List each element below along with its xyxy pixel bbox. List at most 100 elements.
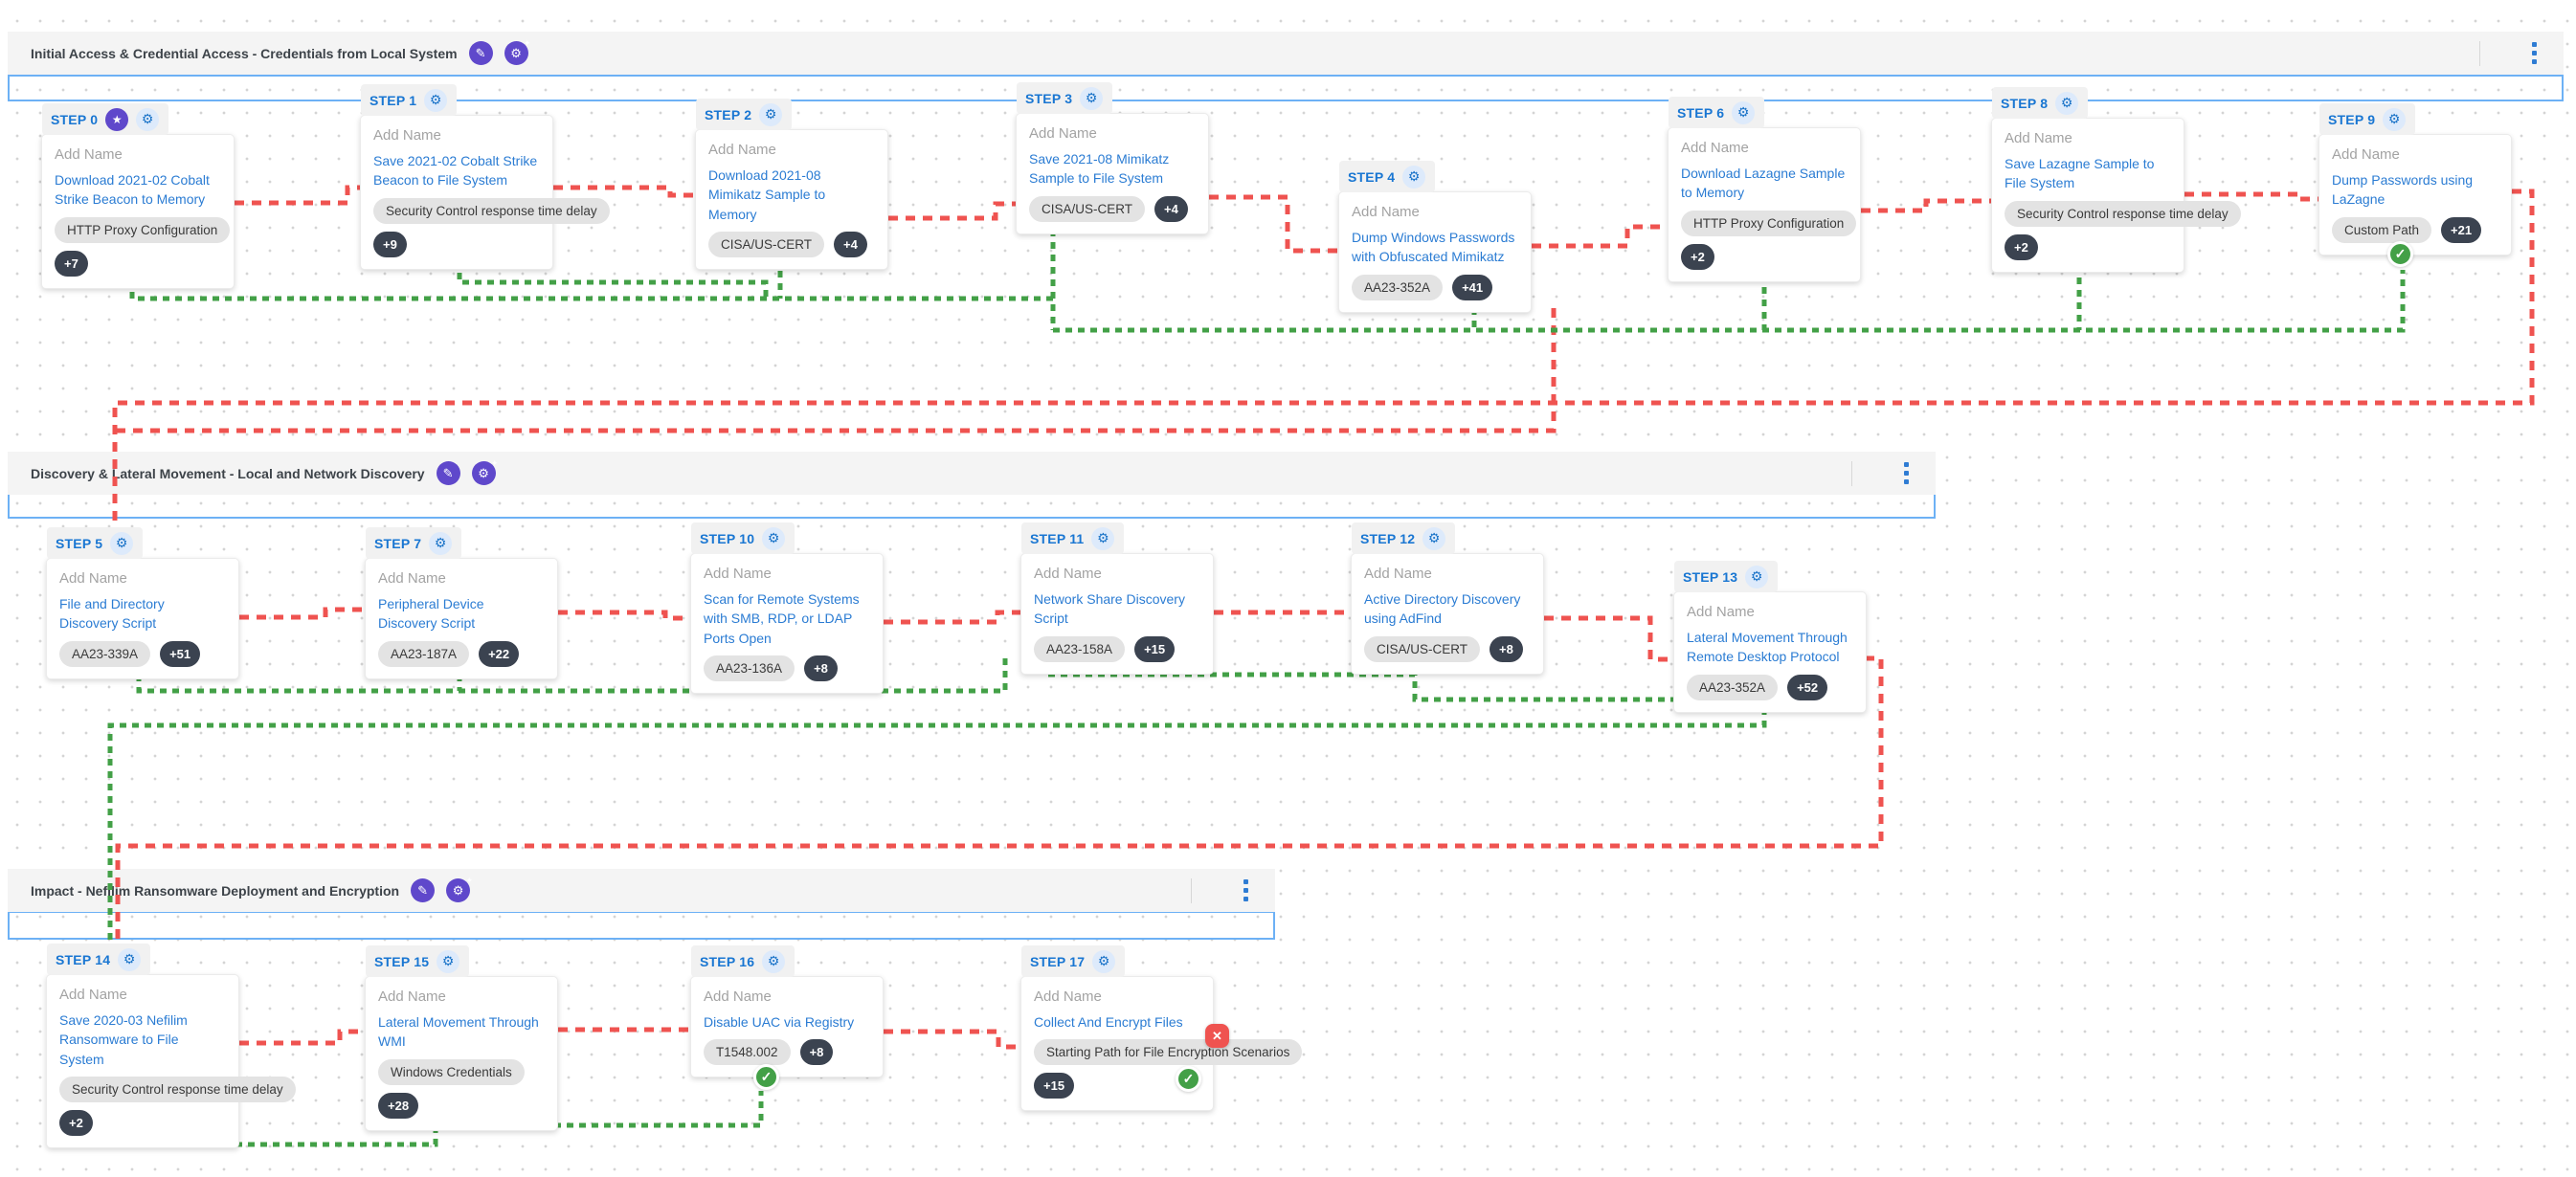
step-name-placeholder[interactable]: Add Name — [378, 988, 446, 1005]
step-card[interactable]: STEP 13 ⚙ Add Name Lateral Movement Thro… — [1673, 561, 1867, 713]
lane-drop-zone-2[interactable] — [8, 492, 1936, 519]
step-card[interactable]: STEP 10 ⚙ Add Name Scan for Remote Syste… — [690, 522, 884, 694]
star-icon[interactable]: ★ — [105, 107, 129, 131]
step-action-link[interactable]: Save 2021-02 Cobalt Strike Beacon to Fil… — [373, 153, 538, 189]
tag-chip[interactable]: AA23-187A — [378, 640, 470, 667]
kebab-menu-button[interactable] — [2532, 42, 2537, 64]
step-card[interactable]: STEP 3 ⚙ Add Name Save 2021-08 Mimikatz … — [1016, 82, 1209, 234]
tag-chip[interactable]: CISA/US-CERT — [1029, 195, 1146, 222]
auto-settings-button[interactable]: ⚙✦ — [471, 458, 499, 485]
more-count-badge[interactable]: +9 — [373, 231, 407, 257]
gear-icon[interactable]: ⚙ — [437, 949, 460, 973]
more-count-badge[interactable]: +2 — [59, 1109, 93, 1136]
step-name-placeholder[interactable]: Add Name — [373, 127, 441, 144]
gear-icon[interactable]: ⚙ — [1732, 100, 1756, 124]
gear-icon[interactable]: ⚙ — [2055, 91, 2079, 115]
tag-chip[interactable]: AA23-158A — [1034, 635, 1126, 662]
lane-drop-zone-3[interactable] — [8, 911, 1275, 940]
gear-icon[interactable]: ⚙ — [1091, 526, 1115, 550]
step-name-placeholder[interactable]: Add Name — [1029, 125, 1097, 142]
step-card[interactable]: STEP 0 ★ ⚙ Add Name Download 2021-02 Cob… — [41, 103, 235, 289]
gear-icon[interactable]: ⚙ — [762, 949, 786, 973]
step-name-placeholder[interactable]: Add Name — [1681, 140, 1749, 156]
more-count-badge[interactable]: +28 — [378, 1092, 419, 1119]
more-count-badge[interactable]: +52 — [1787, 674, 1828, 700]
step-name-placeholder[interactable]: Add Name — [59, 570, 127, 587]
tag-chip[interactable]: AA23-136A — [704, 655, 795, 681]
gear-icon[interactable]: ⚙ — [1092, 949, 1116, 973]
step-action-link[interactable]: Download Lazagne Sample to Memory — [1681, 166, 1846, 201]
tag-chip[interactable]: Custom Path — [2332, 216, 2432, 243]
step-card[interactable]: STEP 14 ⚙ Add Name Save 2020-03 Nefilim … — [46, 944, 296, 1148]
step-action-link[interactable]: Lateral Movement Through Remote Desktop … — [1687, 630, 1848, 665]
edit-scenario-button[interactable]: ✎ — [436, 461, 460, 485]
gear-icon[interactable]: ⚙ — [1080, 86, 1104, 110]
gear-icon[interactable]: ⚙ — [1745, 565, 1769, 588]
step-name-placeholder[interactable]: Add Name — [704, 566, 772, 582]
more-count-badge[interactable]: +21 — [2441, 216, 2482, 243]
more-count-badge[interactable]: +2 — [2005, 233, 2038, 260]
gear-icon[interactable]: ⚙ — [759, 102, 783, 126]
step-name-placeholder[interactable]: Add Name — [2332, 146, 2400, 163]
gear-icon[interactable]: ⚙ — [1422, 526, 1446, 550]
tag-chip[interactable]: CISA/US-CERT — [1364, 635, 1481, 662]
gear-icon[interactable]: ⚙ — [424, 88, 448, 112]
step-action-link[interactable]: Save 2020-03 Nefilim Ransomware to File … — [59, 1012, 188, 1067]
step-name-placeholder[interactable]: Add Name — [59, 987, 127, 1003]
more-count-badge[interactable]: +8 — [804, 655, 838, 681]
step-card[interactable]: STEP 8 ⚙ Add Name Save Lazagne Sample to… — [1991, 87, 2241, 273]
step-card[interactable]: STEP 16 ⚙ Add Name Disable UAC via Regis… — [690, 945, 884, 1078]
auto-settings-button[interactable]: ⚙✦ — [504, 38, 531, 65]
more-count-badge[interactable]: +15 — [1134, 635, 1176, 662]
step-action-link[interactable]: Collect And Encrypt Files — [1034, 1014, 1183, 1030]
step-name-placeholder[interactable]: Add Name — [1352, 204, 1420, 220]
step-card[interactable]: STEP 1 ⚙ Add Name Save 2021-02 Cobalt St… — [360, 84, 610, 270]
more-count-badge[interactable]: +4 — [1154, 195, 1188, 222]
step-action-link[interactable]: Dump Passwords using LaZagne — [2332, 172, 2474, 208]
gear-icon[interactable]: ⚙ — [1402, 165, 1426, 189]
tag-chip[interactable]: CISA/US-CERT — [708, 231, 825, 257]
more-count-badge[interactable]: +8 — [799, 1039, 834, 1066]
gear-icon[interactable]: ⚙ — [110, 531, 134, 555]
step-action-link[interactable]: Disable UAC via Registry — [704, 1014, 855, 1030]
tag-chip[interactable]: Security Control response time delay — [2005, 200, 2241, 227]
tag-chip[interactable]: HTTP Proxy Configuration — [1681, 210, 1857, 236]
gear-icon[interactable]: ⚙ — [429, 531, 453, 555]
gear-icon[interactable]: ⚙ — [136, 107, 160, 131]
step-action-link[interactable]: Peripheral Device Discovery Script — [378, 596, 484, 632]
kebab-menu-button[interactable] — [1243, 879, 1248, 901]
gear-icon[interactable]: ⚙ — [118, 947, 142, 971]
step-action-link[interactable]: Download 2021-02 Cobalt Strike Beacon to… — [55, 172, 210, 208]
tag-chip[interactable]: Windows Credentials — [378, 1058, 525, 1085]
step-card[interactable]: STEP 4 ⚙ Add Name Dump Windows Passwords… — [1338, 161, 1532, 313]
step-card[interactable]: STEP 9 ⚙ Add Name Dump Passwords using L… — [2318, 103, 2512, 255]
more-count-badge[interactable]: +4 — [834, 231, 867, 257]
step-action-link[interactable]: Save Lazagne Sample to File System — [2005, 156, 2155, 191]
step-card[interactable]: STEP 2 ⚙ Add Name Download 2021-08 Mimik… — [695, 99, 888, 270]
step-action-link[interactable]: Active Directory Discovery using AdFind — [1364, 591, 1521, 627]
step-card[interactable]: STEP 11 ⚙ Add Name Network Share Discove… — [1020, 522, 1214, 675]
step-name-placeholder[interactable]: Add Name — [1034, 566, 1102, 582]
step-card[interactable]: STEP 15 ⚙ Add Name Lateral Movement Thro… — [365, 945, 558, 1131]
step-action-link[interactable]: Network Share Discovery Script — [1034, 591, 1185, 627]
tag-chip[interactable]: Starting Path for File Encryption Scenar… — [1034, 1039, 1303, 1066]
more-count-badge[interactable]: +41 — [1452, 274, 1493, 300]
more-count-badge[interactable]: +8 — [1490, 635, 1523, 662]
more-count-badge[interactable]: +51 — [160, 640, 201, 667]
kebab-menu-button[interactable] — [1904, 462, 1909, 484]
tag-chip[interactable]: Security Control response time delay — [373, 197, 610, 224]
more-count-badge[interactable]: +7 — [55, 250, 88, 277]
step-name-placeholder[interactable]: Add Name — [1364, 566, 1432, 582]
lane-drop-zone-1[interactable] — [8, 75, 2564, 101]
step-name-placeholder[interactable]: Add Name — [2005, 130, 2072, 146]
tag-chip[interactable]: T1548.002 — [704, 1039, 791, 1066]
tag-chip[interactable]: AA23-352A — [1687, 674, 1779, 700]
gear-icon[interactable]: ⚙ — [2383, 107, 2407, 131]
step-card[interactable]: STEP 6 ⚙ Add Name Download Lazagne Sampl… — [1668, 97, 1861, 282]
edit-scenario-button[interactable]: ✎ — [468, 41, 493, 65]
tag-chip[interactable]: AA23-339A — [59, 640, 151, 667]
step-card[interactable]: STEP 5 ⚙ Add Name File and Directory Dis… — [46, 527, 239, 679]
step-name-placeholder[interactable]: Add Name — [704, 988, 772, 1005]
tag-chip[interactable]: AA23-352A — [1352, 274, 1444, 300]
step-card[interactable]: STEP 7 ⚙ Add Name Peripheral Device Disc… — [365, 527, 558, 679]
